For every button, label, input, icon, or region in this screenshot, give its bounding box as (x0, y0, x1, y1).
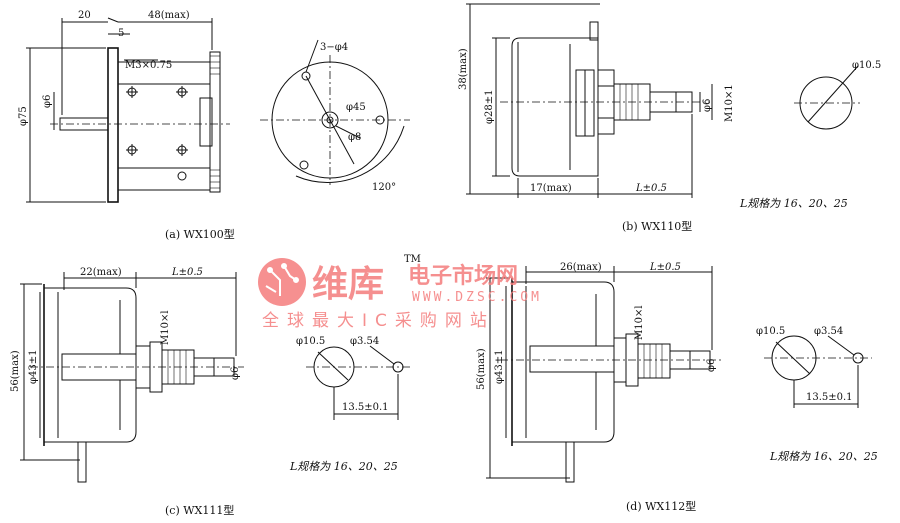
dim-b-m10: M10×1 (724, 84, 735, 122)
caption-wx111: (c) WX111型 (165, 503, 234, 517)
drawing-wx110: 38(max) φ28±1 17(max) L±0.5 φ6 M10×1 φ10… (458, 3, 881, 233)
dim-d-d105: φ10.5 (756, 326, 785, 337)
dim-b-d105: φ10.5 (852, 60, 881, 71)
dim-d-d6: φ6 (706, 359, 717, 372)
dim-a-dia45: φ45 (346, 102, 366, 113)
dim-a-5: 5 (118, 28, 124, 39)
dim-c-L: L±0.5 (171, 267, 203, 278)
watermark-logo: 维库 电子市场网 TM WWW.DZSC.COM 全球最大IC采购网站 (258, 254, 542, 331)
watermark-slogan: 全球最大IC采购网站 (262, 311, 495, 331)
dim-b-L: L±0.5 (635, 183, 667, 194)
caption-wx112: (d) WX112型 (626, 499, 696, 513)
dim-a-dia8: φ8 (348, 132, 361, 143)
dim-a-20: 20 (78, 10, 91, 21)
caption-wx100: (a) WX100型 (165, 227, 235, 241)
dim-a-dia75: φ75 (18, 106, 29, 126)
dim-c-d6: φ6 (230, 367, 241, 380)
drawing-wx100: 20 48(max) 5 M3×0.75 φ75 φ6 3−φ4 φ45 φ8 … (18, 10, 410, 241)
watermark-subbrand: 电子市场网 (408, 263, 518, 289)
dim-c-h56: 56(max) (10, 350, 21, 392)
dim-a-48: 48(max) (148, 10, 190, 21)
dim-b-h38: 38(max) (458, 48, 469, 90)
note-d: L规格为 16、20、25 (769, 450, 878, 463)
dim-b-d6: φ6 (702, 99, 713, 112)
dim-c-d354: φ3.54 (350, 336, 379, 347)
dim-c-w22: 22(max) (80, 267, 122, 278)
dim-d-m10: M10×l (634, 305, 645, 340)
dim-c-s135: 13.5±0.1 (342, 402, 389, 413)
dim-c-d105: φ10.5 (296, 336, 325, 347)
dim-a-dia6: φ6 (42, 95, 53, 108)
watermark-circuit-traces (265, 263, 299, 296)
watermark-tm: TM (404, 254, 421, 265)
dim-a-holes: 3−φ4 (320, 42, 348, 53)
drawing-wx111: 22(max) L±0.5 M10×l φ6 56(max) φ43±1 φ10… (10, 267, 412, 517)
dim-a-thread: M3×0.75 (125, 60, 172, 71)
dim-b-d28: φ28±1 (484, 90, 495, 124)
dim-c-m10: M10×l (160, 310, 171, 345)
caption-wx110: (b) WX110型 (622, 219, 692, 233)
dim-d-d354: φ3.54 (814, 326, 843, 337)
dim-d-w26: 26(max) (560, 262, 602, 273)
dim-d-d43: φ43±1 (494, 350, 505, 384)
dim-d-L: L±0.5 (649, 262, 681, 273)
dim-a-angle: 120° (372, 182, 396, 193)
dim-c-d43: φ43±1 (28, 350, 39, 384)
dim-d-h56: 56(max) (476, 348, 487, 390)
note-b: L规格为 16、20、25 (739, 197, 848, 210)
watermark-url: WWW.DZSC.COM (412, 290, 542, 305)
dim-d-s135: 13.5±0.1 (806, 392, 853, 403)
watermark-brand: 维库 (312, 264, 384, 305)
drawing-wx112: 26(max) L±0.5 M10×l φ6 56(max) φ43±1 φ10… (476, 262, 878, 513)
dim-b-w17: 17(max) (530, 183, 572, 194)
note-c: L规格为 16、20、25 (289, 460, 398, 473)
